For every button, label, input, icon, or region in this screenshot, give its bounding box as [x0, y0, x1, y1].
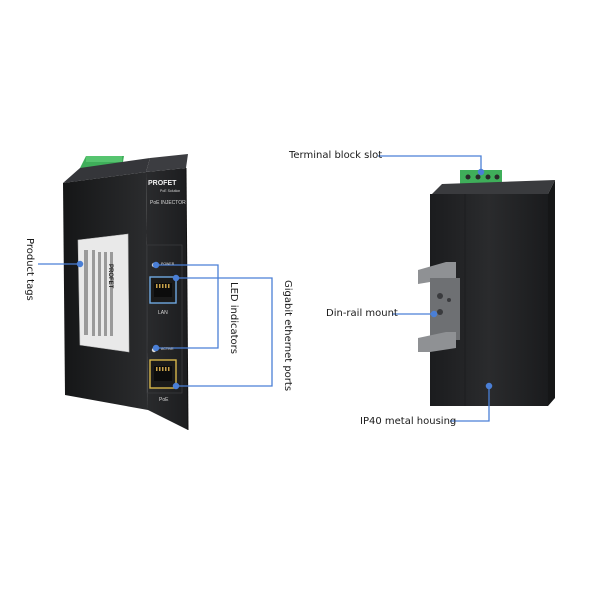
- housing-label: IP40 metal housing: [360, 416, 457, 427]
- left-callout-lines: [38, 260, 273, 390]
- device-brand: PROFET: [148, 180, 177, 187]
- led-bottom-label: ACTIVE: [161, 347, 174, 351]
- led-indicators-label: LED indicators: [228, 282, 239, 354]
- right-callout-lines: [378, 155, 493, 422]
- product-tags-label: Product tags: [24, 238, 35, 301]
- product-tag: [77, 233, 130, 353]
- led-top-label: POWER: [161, 262, 175, 266]
- device-model: PoE INJECTOR: [150, 200, 186, 206]
- gigabit-ports-label: Gigabit ethernet ports: [282, 280, 293, 392]
- device-brand-sub: PoE Solution: [160, 189, 181, 193]
- poe-label: PoE: [159, 397, 169, 403]
- din-rail-clip: [418, 262, 460, 352]
- left-device: [63, 154, 189, 431]
- terminal-block-label: Terminal block slot: [289, 150, 383, 161]
- tag-brand: PROFET: [107, 264, 113, 289]
- lan-label: LAN: [158, 310, 168, 316]
- right-device: [418, 170, 555, 406]
- din-rail-label: Din-rail mount: [326, 308, 398, 319]
